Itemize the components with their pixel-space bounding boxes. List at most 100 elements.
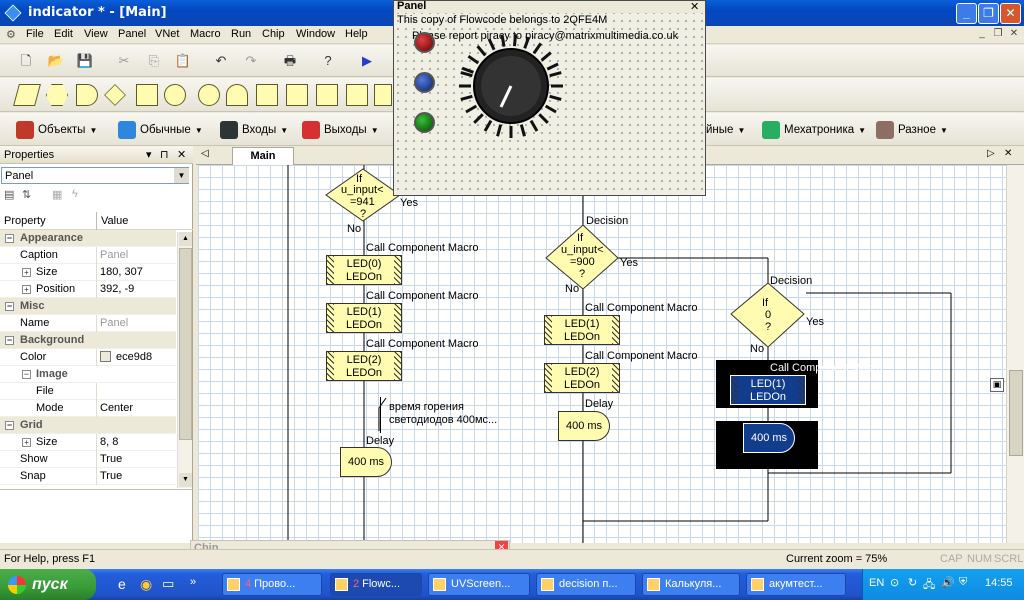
menu-window[interactable]: Window (296, 28, 336, 40)
property-value-cell[interactable]: 392, -9 (100, 283, 134, 295)
panel-window[interactable]: Panel ✕ This copy of Flowcode belongs to… (393, 0, 706, 196)
menu-help[interactable]: Help (345, 28, 368, 40)
alphabetical-icon[interactable]: ⇅ (22, 189, 32, 201)
scroll-thumb[interactable] (179, 248, 192, 440)
palette-inputs[interactable]: Входы▼ (220, 117, 288, 143)
interrupt-shape-icon[interactable] (226, 84, 248, 106)
menu-edit[interactable]: Edit (54, 28, 73, 40)
menu-run[interactable]: Run (231, 28, 252, 40)
tray-sync-icon[interactable]: ↻ (908, 577, 918, 589)
led-green[interactable] (414, 112, 435, 133)
palette-misc[interactable]: Разное▼ (876, 117, 948, 143)
delay-block-3-selected[interactable]: 400 ms (743, 423, 795, 453)
properties-close-icon[interactable]: ✕ (177, 149, 187, 161)
expand-icon[interactable]: + (22, 285, 31, 294)
help-icon[interactable]: ? (324, 53, 332, 68)
palette-objects[interactable]: Объекты▼ (16, 117, 97, 143)
palette-partial[interactable]: йные▼ (706, 117, 745, 143)
led-red[interactable] (414, 32, 435, 53)
tab-main[interactable]: Main (232, 147, 294, 165)
tab-close-icon[interactable]: ✕ (1004, 148, 1013, 159)
collapse-icon[interactable]: − (5, 420, 14, 430)
taskbar-item[interactable]: decision п... (536, 573, 636, 596)
flowchart-canvas[interactable]: If u_input< =941 ? Yes No Call Component… (198, 165, 1006, 543)
canvas-scroll-thumb[interactable] (1009, 370, 1023, 456)
new-icon[interactable]: 🗋 (20, 53, 32, 68)
canvas-vertical-scrollbar[interactable] (1006, 165, 1024, 543)
close-button[interactable]: ✕ (1000, 3, 1021, 24)
taskbar-item[interactable]: Калькуля... (642, 573, 740, 596)
menu-macro[interactable]: Macro (190, 28, 221, 40)
panel-close-icon[interactable]: ✕ (690, 1, 700, 13)
property-value-cell[interactable]: Panel (100, 317, 128, 329)
open-icon[interactable]: 📂 (47, 53, 65, 68)
tab-scroll-right-icon[interactable]: ▷ (987, 148, 995, 159)
property-row[interactable]: File (0, 383, 176, 400)
object-selector[interactable]: Panel ▼ (1, 167, 189, 184)
pin-icon[interactable]: ▾ (146, 149, 152, 161)
menu-chip[interactable]: Chip (262, 28, 285, 40)
palette-common[interactable]: Обычные▼ (118, 117, 203, 143)
menu-view[interactable]: View (84, 28, 108, 40)
decision-shape-icon[interactable] (104, 84, 126, 106)
copy-icon[interactable]: ⎘ (148, 53, 160, 68)
scroll-down-icon[interactable]: ▼ (179, 473, 192, 487)
property-value-cell[interactable]: 8, 8 (100, 436, 118, 448)
calculation-icon[interactable] (316, 84, 338, 106)
cut-icon[interactable]: ✂ (118, 53, 130, 68)
knob-icon[interactable] (456, 31, 566, 141)
output-shape-icon[interactable] (46, 84, 68, 106)
comment-box[interactable]: время горения светодиодов 400мс... (380, 397, 497, 433)
mdi-minimize-icon[interactable]: _ (979, 28, 985, 39)
property-value-cell[interactable]: 180, 307 (100, 266, 143, 278)
collapse-icon[interactable]: − (5, 301, 14, 311)
chevron-down-icon[interactable]: ▼ (174, 168, 189, 183)
component-macro-icon[interactable] (286, 84, 308, 106)
firefox-icon[interactable]: ◉ (140, 576, 153, 592)
palette-outputs[interactable]: Выходы▼ (302, 117, 379, 143)
tray-network-icon[interactable]: 🖧 (923, 579, 936, 591)
flowcode-app-icon[interactable] (4, 4, 22, 22)
start-button[interactable]: пуск (0, 569, 96, 600)
tray-volume-icon[interactable]: 🔊 (941, 577, 955, 589)
expand-icon[interactable]: + (22, 438, 31, 447)
switch-shape-icon[interactable] (164, 84, 186, 106)
tray-shield-icon[interactable]: ⛨ (959, 576, 968, 588)
tray-back-icon[interactable]: ⊙ (890, 577, 900, 589)
property-category[interactable]: −Appearance (0, 230, 176, 247)
collapse-icon[interactable]: − (22, 369, 31, 379)
quicklaunch-more-icon[interactable]: » (190, 576, 197, 588)
property-value-cell[interactable]: ece9d8 (100, 351, 152, 363)
tab-scroll-left-icon[interactable]: ◁ (201, 148, 209, 159)
palette-mechatronics[interactable]: Мехатроника▼ (762, 117, 866, 143)
paste-icon[interactable]: 📋 (174, 53, 192, 68)
menu-file[interactable]: File (26, 28, 44, 40)
scroll-up-icon[interactable]: ▲ (179, 232, 192, 246)
run-icon[interactable]: ▶ (362, 53, 372, 68)
mdi-restore-icon[interactable]: ❐ (993, 28, 1003, 39)
property-category[interactable]: −Grid (0, 417, 176, 434)
autohide-pin-icon[interactable]: ⊓ (160, 149, 169, 161)
expand-icon[interactable]: + (22, 268, 31, 277)
property-value-cell[interactable]: True (100, 453, 122, 465)
call-led2-block-b[interactable]: LED(2)LEDOn (544, 363, 620, 393)
print-icon[interactable]: 🖶 (283, 53, 297, 68)
call-led1-block-b[interactable]: LED(1)LEDOn (544, 315, 620, 345)
collapse-icon[interactable]: − (5, 233, 14, 243)
events-icon[interactable]: ϟ (72, 188, 78, 200)
connection-point-icon[interactable] (136, 84, 158, 106)
categorized-icon[interactable]: ▤ (4, 189, 15, 201)
property-pages-icon[interactable]: ▦ (52, 189, 63, 201)
call-led0-block[interactable]: LED(0)LEDOn (326, 255, 402, 285)
redo-icon[interactable]: ↷ (245, 53, 257, 68)
minimize-button[interactable]: _ (956, 3, 977, 24)
call-led1-block[interactable]: LED(1)LEDOn (326, 303, 402, 333)
